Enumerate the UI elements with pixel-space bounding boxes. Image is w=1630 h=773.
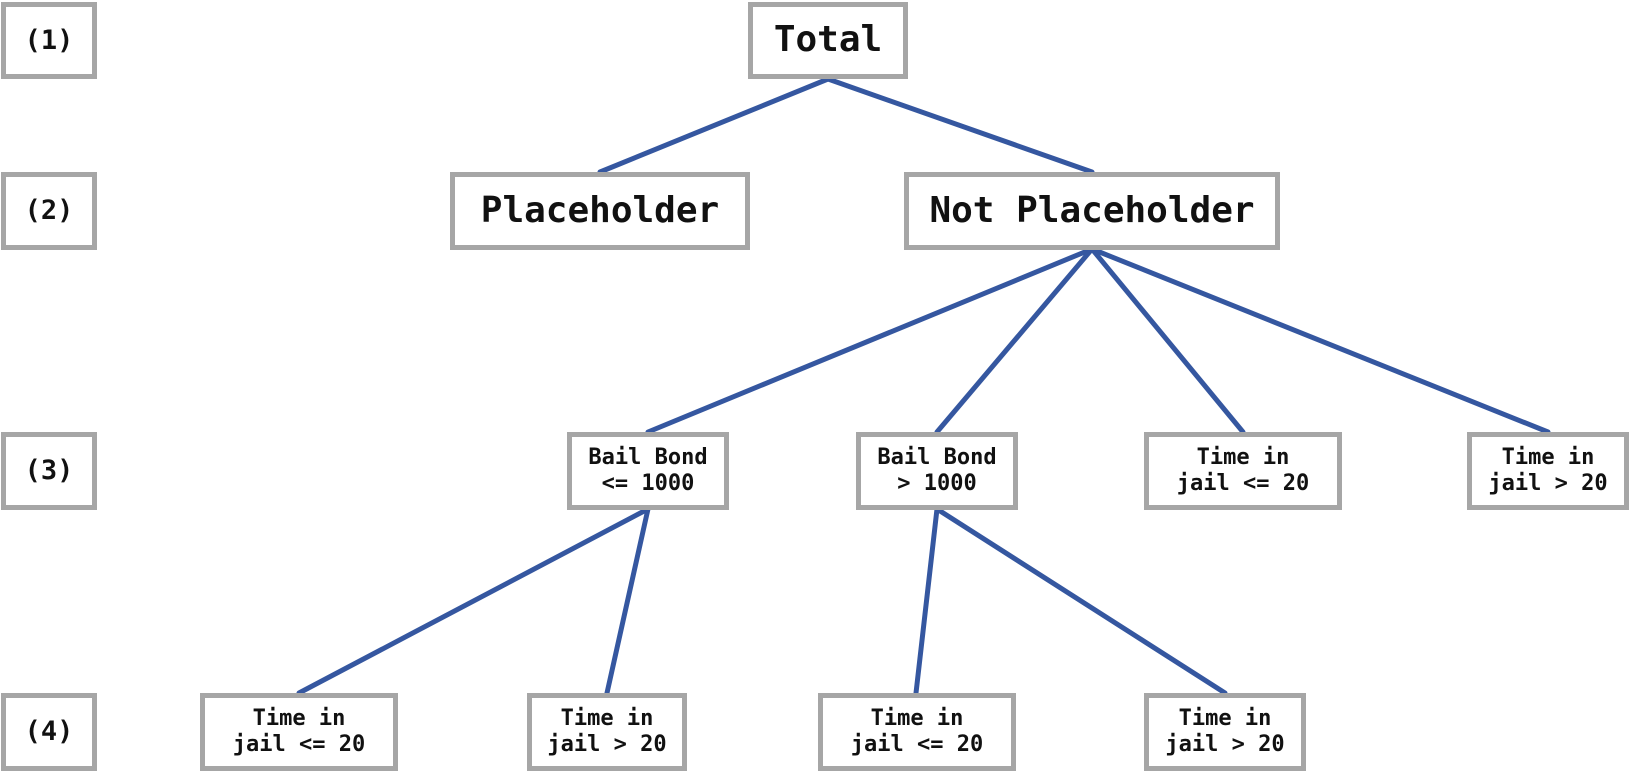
node-placeholder-label: Placeholder — [480, 189, 720, 231]
level-label-1: (1) — [1, 2, 97, 79]
node-l4-le-20-b-line1: Time in — [870, 706, 964, 732]
node-time-in-jail-gt-20: Time in jail > 20 — [1467, 432, 1629, 510]
node-l4-le-20-a-line2: jail <= 20 — [232, 732, 366, 757]
edge-np-jail-le — [1089, 246, 1246, 435]
level-label-2: (2) — [1, 172, 97, 250]
node-bail-bond-le-1000: Bail Bond <= 1000 — [567, 432, 729, 510]
node-l4-le-20-a-line1: Time in — [252, 706, 346, 732]
node-time-in-jail-le-20: Time in jail <= 20 — [1144, 432, 1342, 510]
node-time-in-jail-le-20-line2: jail <= 20 — [1176, 471, 1310, 496]
node-bail-bond-gt-1000: Bail Bond > 1000 — [856, 432, 1018, 510]
node-total-label: Total — [773, 19, 883, 61]
level-label-3-text: (3) — [24, 455, 74, 487]
node-l4-time-in-jail-gt-20-a: Time in jail > 20 — [527, 693, 687, 771]
node-time-in-jail-le-20-line1: Time in — [1196, 445, 1290, 471]
edge-total-not-placeholder — [825, 76, 1095, 175]
node-placeholder: Placeholder — [450, 172, 750, 250]
level-label-2-text: (2) — [24, 195, 74, 227]
node-not-placeholder-label: Not Placeholder — [929, 189, 1255, 231]
node-l4-gt-20-b-line1: Time in — [1178, 706, 1272, 732]
node-bail-bond-le-1000-line1: Bail Bond — [588, 445, 708, 471]
node-l4-time-in-jail-gt-20-b: Time in jail > 20 — [1144, 693, 1306, 771]
level-label-1-text: (1) — [24, 24, 74, 56]
node-l4-time-in-jail-le-20-a: Time in jail <= 20 — [200, 693, 398, 771]
level-label-4: (4) — [1, 693, 97, 771]
node-l4-gt-20-b-line2: jail > 20 — [1165, 732, 1285, 757]
edge-bail-le-jail-gt — [604, 506, 651, 696]
level-label-4-text: (4) — [24, 716, 74, 748]
edge-np-jail-gt — [1089, 246, 1551, 435]
node-l4-le-20-b-line2: jail <= 20 — [850, 732, 984, 757]
node-bail-bond-gt-1000-line2: > 1000 — [897, 471, 977, 496]
edge-total-placeholder — [597, 76, 831, 175]
node-l4-gt-20-a-line2: jail > 20 — [547, 732, 667, 757]
edge-bail-gt-jail-le — [913, 506, 940, 696]
node-time-in-jail-gt-20-line1: Time in — [1501, 445, 1595, 471]
edge-np-bail-gt — [934, 246, 1095, 435]
edge-bail-gt-jail-gt — [934, 506, 1228, 696]
node-l4-gt-20-a-line1: Time in — [560, 706, 654, 732]
edge-np-bail-le — [645, 246, 1095, 435]
level-label-3: (3) — [1, 432, 97, 510]
edge-bail-le-jail-le — [296, 506, 651, 696]
node-bail-bond-gt-1000-line1: Bail Bond — [877, 445, 997, 471]
node-total: Total — [748, 2, 908, 79]
node-bail-bond-le-1000-line2: <= 1000 — [601, 471, 695, 496]
node-time-in-jail-gt-20-line2: jail > 20 — [1488, 471, 1608, 496]
node-l4-time-in-jail-le-20-b: Time in jail <= 20 — [818, 693, 1016, 771]
node-not-placeholder: Not Placeholder — [904, 172, 1280, 250]
